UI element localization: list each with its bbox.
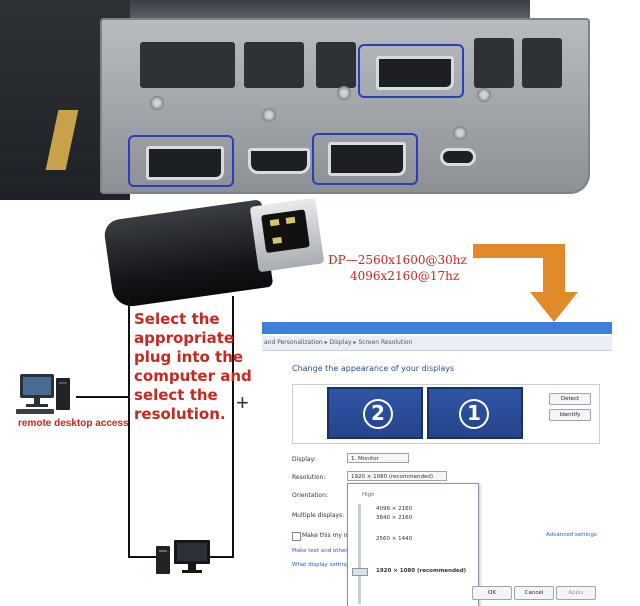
breadcrumb[interactable]: and Personalization ▸ Display ▸ Screen R…: [264, 339, 413, 346]
make-main-label: Make this my m: [302, 532, 350, 539]
display-preview-area: 2 1 Detect Identify: [292, 384, 600, 444]
multiple-displays-label: Multiple displays:: [292, 512, 345, 519]
text-size-link[interactable]: Make text and other: [292, 548, 348, 554]
window-title-bar: [262, 322, 612, 334]
highlight-box-top-dp: [358, 44, 464, 98]
desktop-computer-icon: [16, 374, 70, 414]
connector-line-remote: [76, 396, 130, 398]
connector-line-bottom-left: [128, 556, 156, 558]
remote-desktop-label: remote desktop access: [18, 418, 129, 429]
dp-spec-line1: DP—2560x1600@30hz: [328, 253, 467, 267]
connector-line-right: [232, 296, 234, 558]
make-main-checkbox[interactable]: [292, 532, 301, 541]
identify-button[interactable]: Identify: [549, 409, 591, 421]
resolution-slider-thumb[interactable]: [352, 568, 368, 576]
advanced-settings-link[interactable]: Advanced settings: [546, 532, 597, 538]
resolution-select[interactable]: 1920 × 1080 (recommended): [347, 471, 447, 481]
monitor-number: 2: [363, 399, 393, 429]
highlight-box-middle-dp: [312, 133, 418, 185]
computer-tower-monitor-icon: [156, 540, 210, 574]
connector-line-left: [128, 296, 130, 558]
adapter-plug-socket: [261, 209, 310, 254]
display-label: Display:: [292, 456, 316, 463]
display-select-value: 1. Monitor: [351, 456, 379, 462]
adapter-plug: [249, 197, 325, 273]
page-title: Change the appearance of your displays: [292, 364, 455, 373]
resolution-option[interactable]: 4096 × 2160: [376, 506, 413, 512]
screw-icon: [453, 126, 467, 140]
dp-spec-line2: 4096x2160@17hz: [350, 269, 460, 283]
bracket-vent: [140, 42, 235, 88]
gpu-bracket-photo: [0, 0, 640, 200]
orange-arrow-down-icon: [530, 292, 578, 322]
screw-icon: [337, 86, 351, 100]
display-select[interactable]: 1. Monitor: [347, 453, 409, 463]
monitor-1-tile[interactable]: 1: [427, 387, 523, 439]
displayport-port-top: [376, 56, 454, 90]
plus-sign: +: [236, 390, 249, 415]
resolution-label: Resolution:: [292, 474, 326, 481]
monitor-2-tile[interactable]: 2: [327, 387, 423, 439]
dropdown-high-label: High: [362, 492, 375, 498]
bracket-vent: [244, 42, 304, 88]
resolution-option[interactable]: 2560 × 1440: [376, 536, 413, 542]
orientation-label: Orientation:: [292, 492, 328, 499]
connector-line-bottom-right: [206, 556, 234, 558]
screw-icon: [150, 96, 164, 110]
highlight-box-left-dp: [128, 135, 234, 187]
bracket-vent: [522, 38, 562, 88]
screen-resolution-window: and Personalization ▸ Display ▸ Screen R…: [262, 322, 612, 606]
instruction-text: Select the appropriate plug into the com…: [134, 310, 252, 423]
display-settings-link[interactable]: What display settings: [292, 562, 352, 568]
usb-c-port: [440, 148, 476, 166]
detect-button[interactable]: Detect: [549, 393, 591, 405]
orange-arrow-vertical: [543, 244, 565, 296]
adapter-pin: [272, 236, 283, 245]
bracket-vent: [474, 38, 514, 88]
adapter-pin: [269, 219, 280, 227]
ok-button[interactable]: OK: [472, 586, 512, 600]
resolution-dropdown[interactable]: High 4096 × 2160 3840 × 2160 2560 × 1440…: [347, 483, 479, 606]
adapter-body: [102, 199, 274, 309]
resolution-option-selected[interactable]: 1920 × 1080 (recommended): [376, 568, 467, 574]
apply-button[interactable]: Apply: [556, 586, 596, 600]
resolution-select-value: 1920 × 1080 (recommended): [351, 474, 434, 480]
resolution-slider-track[interactable]: [358, 504, 361, 604]
hdmi-port: [248, 148, 310, 174]
cancel-button[interactable]: Cancel: [514, 586, 554, 600]
displayport-port-left: [146, 146, 224, 180]
adapter-pin: [285, 216, 296, 224]
address-bar[interactable]: and Personalization ▸ Display ▸ Screen R…: [262, 336, 612, 351]
screw-icon: [262, 108, 276, 122]
displayport-adapter: [102, 196, 328, 309]
orange-arrow-horizontal: [473, 244, 565, 258]
displayport-port-middle: [328, 142, 406, 176]
bracket-vent: [316, 42, 356, 88]
monitor-number: 1: [459, 399, 489, 429]
resolution-option[interactable]: 3840 × 2160: [376, 515, 413, 521]
screw-icon: [477, 88, 491, 102]
